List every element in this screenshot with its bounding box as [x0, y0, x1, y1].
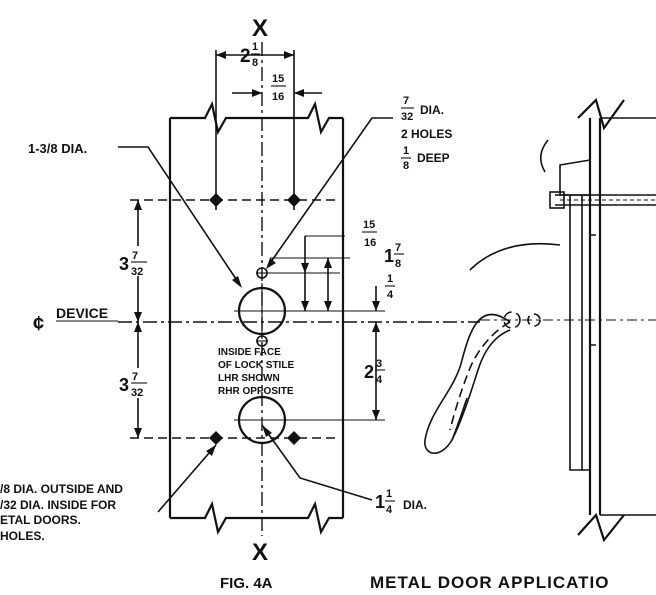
- svg-text:1: 1: [387, 273, 393, 285]
- svg-text:/32 DIA. INSIDE FOR: /32 DIA. INSIDE FOR: [0, 498, 116, 512]
- upper-vertical-dimension: 3 7 32: [118, 200, 158, 322]
- svg-text:LHR SHOWN: LHR SHOWN: [218, 373, 280, 384]
- svg-text:/8 DIA. OUTSIDE AND: /8 DIA. OUTSIDE AND: [0, 482, 123, 496]
- mounting-holes-callout: /8 DIA. OUTSIDE AND /32 DIA. INSIDE FOR …: [0, 444, 217, 543]
- lower-large-hole: [234, 395, 290, 445]
- svg-text:RHR OPPOSITE: RHR OPPOSITE: [218, 386, 294, 397]
- svg-text:DIA.: DIA.: [420, 103, 444, 117]
- svg-text:4: 4: [387, 289, 394, 301]
- svg-text:2: 2: [364, 362, 374, 382]
- svg-text:3: 3: [119, 375, 129, 395]
- small-holes-callout: 7 32 DIA. 2 HOLES 1 8 DEEP: [266, 95, 452, 269]
- section-mark-top: X: [252, 15, 268, 42]
- svg-text:INSIDE FACE: INSIDE FACE: [218, 347, 281, 358]
- svg-text:2: 2: [240, 46, 251, 67]
- device-centerline: ¢ DEVICE: [33, 305, 480, 335]
- figure-label: FIG. 4A: [220, 575, 273, 592]
- svg-text:7: 7: [395, 242, 401, 254]
- svg-text:7: 7: [403, 95, 409, 107]
- svg-text:8: 8: [403, 160, 409, 172]
- svg-text:1-3/8 DIA.: 1-3/8 DIA.: [28, 141, 87, 156]
- svg-text:7: 7: [132, 250, 138, 262]
- svg-text:1: 1: [403, 145, 409, 157]
- mounting-hole-markers: [209, 193, 301, 445]
- svg-text:32: 32: [131, 266, 143, 278]
- svg-text:2 HOLES: 2 HOLES: [401, 127, 452, 141]
- svg-text:3: 3: [376, 358, 382, 370]
- svg-text:4: 4: [386, 504, 393, 516]
- offset-dimension: 15 16: [232, 73, 322, 103]
- svg-text:16: 16: [364, 237, 376, 249]
- svg-text:OF LOCK STILE: OF LOCK STILE: [218, 360, 294, 371]
- width-dimension: 2 1 8: [215, 41, 295, 210]
- svg-text:32: 32: [401, 111, 413, 123]
- lock-stile-outline: [168, 100, 345, 536]
- svg-text:7: 7: [132, 371, 138, 383]
- svg-text:ETAL DOORS.: ETAL DOORS.: [0, 513, 81, 527]
- svg-text:HOLES.: HOLES.: [0, 529, 45, 543]
- door-section-view: [424, 97, 656, 543]
- figure-title: METAL DOOR APPLICATIO: [370, 573, 609, 592]
- svg-text:1: 1: [252, 41, 258, 53]
- svg-text:4: 4: [376, 374, 383, 386]
- inside-face-note: INSIDE FACE OF LOCK STILE LHR SHOWN RHR …: [218, 347, 294, 397]
- small-holes: [256, 267, 268, 347]
- right-dimensions: 15 16 1 7 8 1 4 2 3 4: [268, 219, 404, 421]
- large-hole-callout: 1-3/8 DIA.: [28, 141, 242, 288]
- svg-text:16: 16: [272, 91, 284, 103]
- lower-vertical-dimension: 3 7 32: [118, 322, 158, 438]
- svg-text:1: 1: [384, 246, 394, 266]
- svg-text:15: 15: [272, 73, 284, 85]
- svg-text:DEEP: DEEP: [417, 151, 450, 165]
- svg-text:DIA.: DIA.: [403, 498, 427, 512]
- bottom-hole-callout: 1 1 4 DIA.: [261, 424, 427, 516]
- svg-text:8: 8: [252, 57, 258, 69]
- svg-text:1: 1: [375, 492, 385, 512]
- svg-text:1: 1: [386, 488, 392, 500]
- upper-large-hole: [234, 283, 290, 339]
- svg-text:¢: ¢: [33, 313, 44, 335]
- section-mark-bottom: X: [252, 539, 268, 566]
- svg-text:DEVICE: DEVICE: [56, 305, 108, 321]
- svg-text:8: 8: [395, 258, 401, 270]
- svg-text:15: 15: [363, 219, 375, 231]
- svg-text:3: 3: [119, 254, 129, 274]
- svg-text:32: 32: [131, 387, 143, 399]
